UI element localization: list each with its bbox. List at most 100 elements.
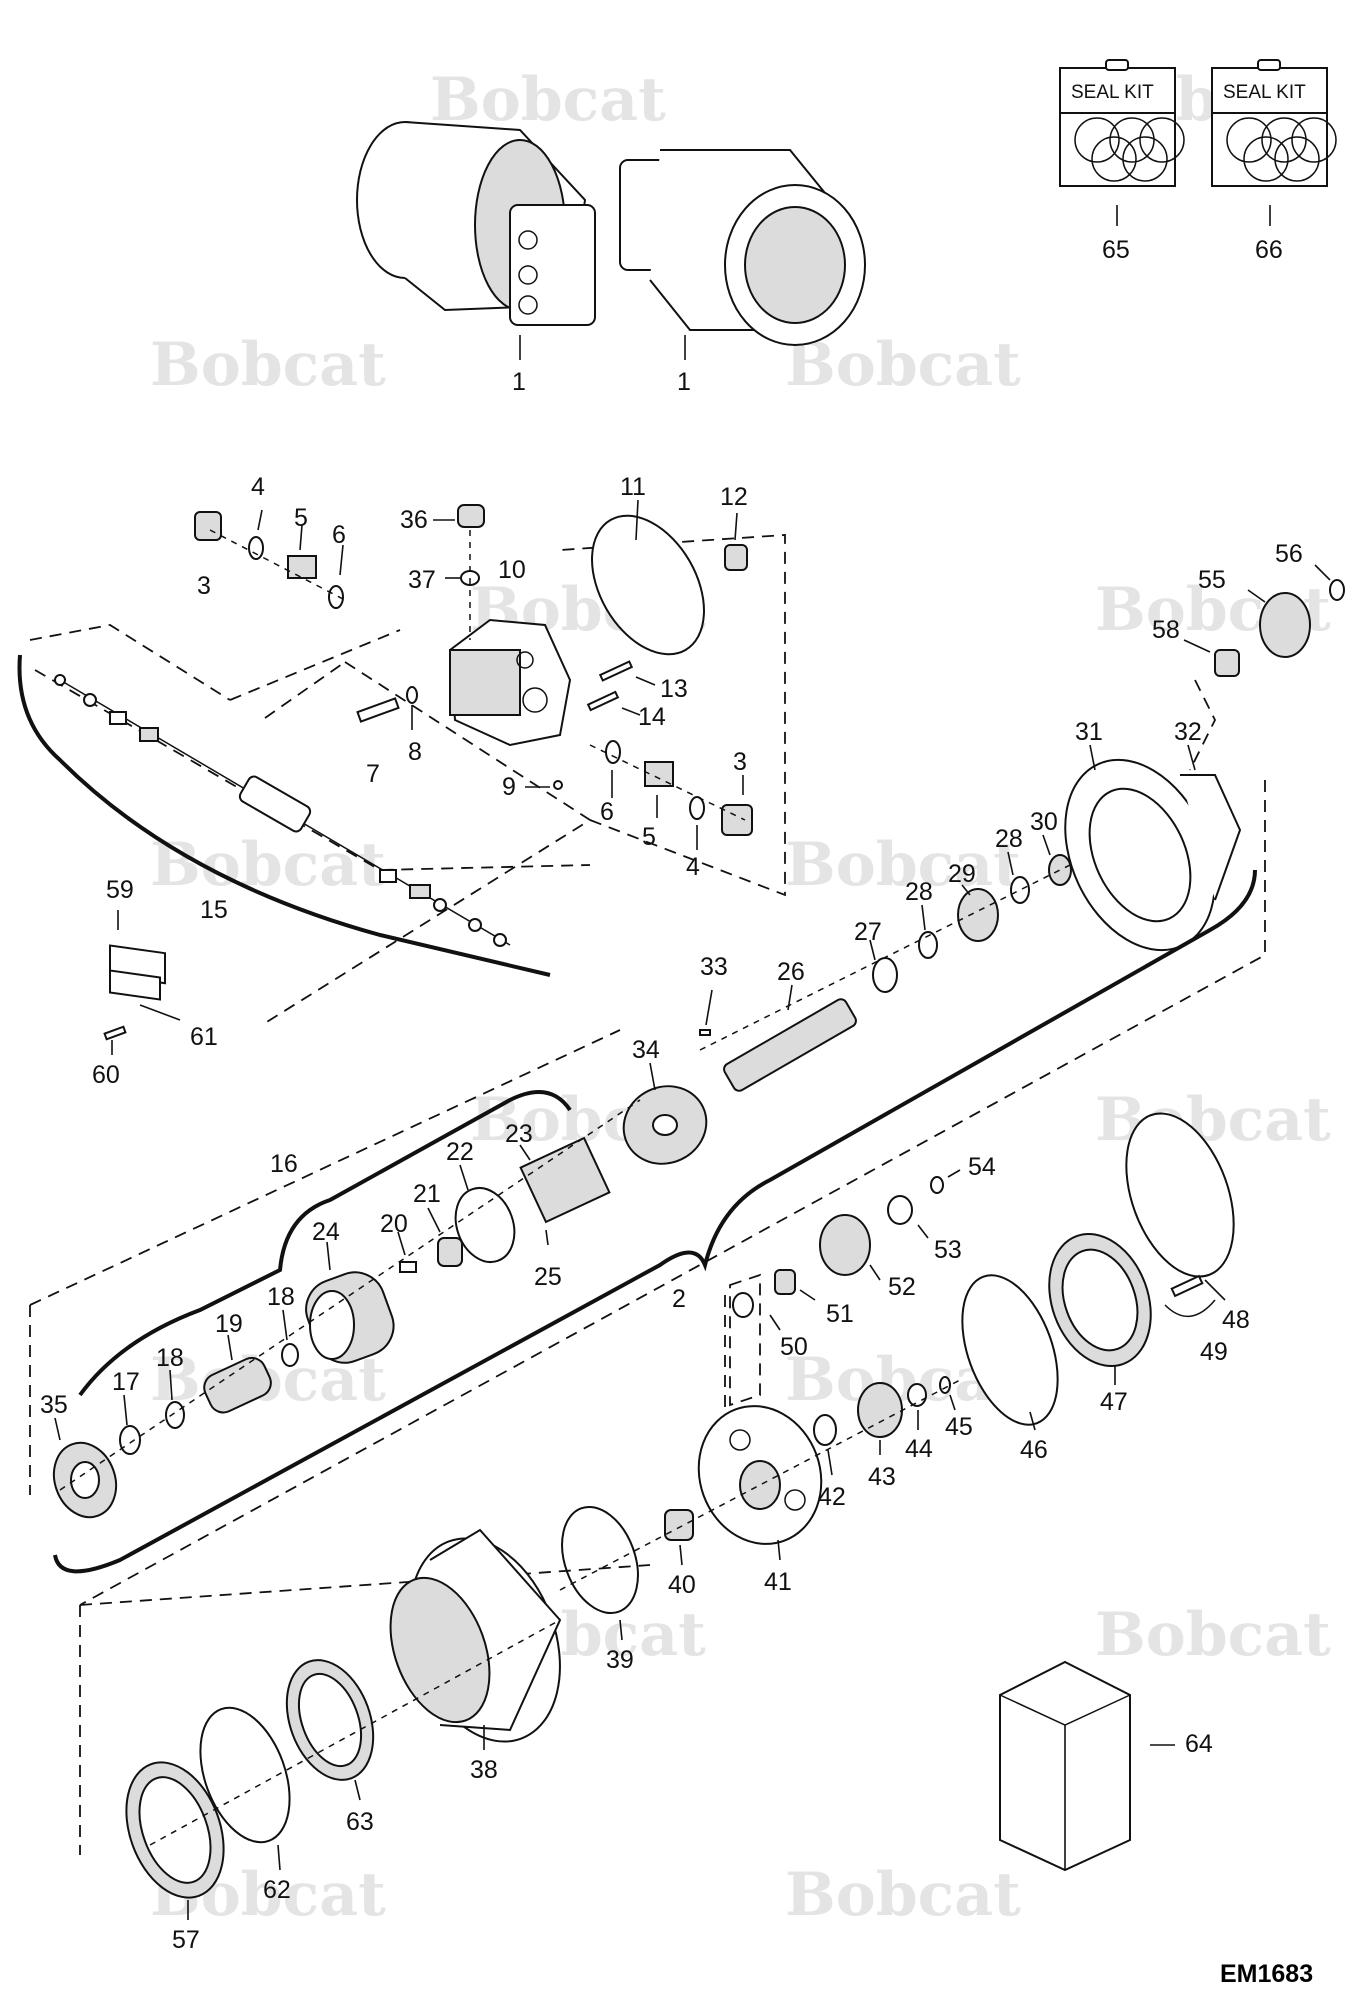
callout-31: 31 — [1075, 718, 1103, 746]
callout-5: 5 — [642, 823, 656, 851]
callout-30: 30 — [1030, 808, 1058, 836]
callout-66: 66 — [1255, 236, 1283, 264]
watermark: Bobcat — [785, 1860, 1021, 1930]
callout-45: 45 — [945, 1413, 973, 1441]
callout-18: 18 — [156, 1344, 184, 1372]
callout-5: 5 — [294, 504, 308, 532]
callout-50: 50 — [780, 1333, 808, 1361]
callout-28: 28 — [905, 878, 933, 906]
callout-55: 55 — [1198, 566, 1226, 594]
bearing-stack: 27 28 29 28 30 — [699, 808, 1141, 1051]
callout-14: 14 — [638, 703, 666, 731]
callout-20: 20 — [380, 1210, 408, 1238]
callout-38: 38 — [470, 1756, 498, 1784]
callout-57: 57 — [172, 1926, 200, 1954]
callout-46: 46 — [1020, 1436, 1048, 1464]
motor-housing-31: 31 32 — [1064, 718, 1242, 952]
watermark: Bobcat — [430, 65, 666, 135]
small-hardware: 7 8 13 14 9 — [356, 660, 688, 801]
kit-16-brace — [78, 1090, 572, 1397]
callout-13: 13 — [660, 675, 688, 703]
callout-19: 19 — [215, 1310, 243, 1338]
callout-10: 10 — [498, 556, 526, 584]
kit-2-brace — [53, 869, 1257, 1574]
watermark: Bobcat — [785, 830, 1021, 900]
callout-42: 42 — [818, 1483, 846, 1511]
watermark-group: Bobcat Bobcat Bobcat Bobcat Bobcat Bobca… — [150, 65, 1331, 1930]
diagram-code: EM1683 — [1220, 1960, 1313, 1988]
plug-36: 36 37 — [400, 504, 485, 640]
callout-4: 4 — [251, 473, 265, 501]
parts-right-of-valve: 6 5 4 3 — [589, 740, 753, 881]
callout-62: 62 — [263, 1876, 291, 1904]
face-seal-parts: 63 62 57 — [125, 1619, 561, 1954]
callout-21: 21 — [413, 1180, 441, 1208]
rotating-group: 23 25 22 21 20 24 18 19 18 17 — [40, 1099, 641, 1519]
callout-26: 26 — [777, 958, 805, 986]
callout-41: 41 — [764, 1568, 792, 1596]
callout-58: 58 — [1152, 616, 1180, 644]
callout-27: 27 — [854, 918, 882, 946]
callout-60: 60 — [92, 1061, 120, 1089]
callout-65: 65 — [1102, 236, 1130, 264]
callout-4: 4 — [686, 853, 700, 881]
callout-18: 18 — [267, 1283, 295, 1311]
seal-kit-title: SEAL KIT — [1223, 82, 1306, 103]
callout-56: 56 — [1275, 540, 1303, 568]
callout-22: 22 — [446, 1138, 474, 1166]
travel-motor-assembly-right: 1 — [619, 149, 866, 396]
callout-52: 52 — [888, 1273, 916, 1301]
callout-16: 16 — [270, 1150, 298, 1178]
callout-17: 17 — [112, 1368, 140, 1396]
callout-43: 43 — [868, 1463, 896, 1491]
callout-15: 15 — [200, 896, 228, 924]
watermark: Bobcat — [785, 330, 1021, 400]
watermark: Bobcat — [150, 830, 386, 900]
callout-53: 53 — [934, 1236, 962, 1264]
ring-gear-47-48: 48 47 49 46 — [961, 1112, 1250, 1464]
callout-63: 63 — [346, 1808, 374, 1836]
callout-40: 40 — [668, 1571, 696, 1599]
parts-box-64: 64 — [999, 1660, 1213, 1872]
planetary-stage-lower: 45 44 43 42 41 40 39 — [559, 1376, 973, 1674]
callout-49: 49 — [1200, 1338, 1228, 1366]
callout-44: 44 — [905, 1435, 933, 1463]
callout-33: 33 — [700, 953, 728, 981]
callout-54: 54 — [968, 1153, 996, 1181]
callout-25: 25 — [534, 1263, 562, 1291]
seal-kit-title: SEAL KIT — [1071, 82, 1154, 103]
callout-29: 29 — [948, 860, 976, 888]
callout-1: 1 — [677, 368, 691, 396]
callout-6: 6 — [332, 521, 346, 549]
callout-61: 61 — [190, 1023, 218, 1051]
callout-32: 32 — [1174, 718, 1202, 746]
callout-64: 64 — [1185, 1730, 1213, 1758]
callout-23: 23 — [505, 1120, 533, 1148]
watermark: Bobcat — [150, 330, 386, 400]
callout-6: 6 — [600, 798, 614, 826]
callout-39: 39 — [606, 1646, 634, 1674]
drive-shaft-26: 26 33 34 — [622, 953, 857, 1165]
parts-left-of-valve: 3 4 5 6 — [194, 473, 346, 609]
seal-kit-65: SEAL KIT 65 — [1059, 59, 1185, 264]
watermark: Bobcat — [1095, 1600, 1331, 1670]
callout-51: 51 — [826, 1300, 854, 1328]
callout-47: 47 — [1100, 1388, 1128, 1416]
callout-28: 28 — [995, 825, 1023, 853]
callout-24: 24 — [312, 1218, 340, 1246]
gear-55: 55 56 58 — [1152, 540, 1345, 771]
callout-48: 48 — [1222, 1306, 1250, 1334]
callout-9: 9 — [502, 773, 516, 801]
callout-34: 34 — [632, 1036, 660, 1064]
callout-8: 8 — [408, 738, 422, 766]
callout-35: 35 — [40, 1391, 68, 1419]
travel-motor-assembly-left: 1 — [356, 121, 596, 396]
callout-7: 7 — [366, 760, 380, 788]
callout-59: 59 — [106, 876, 134, 904]
callout-36: 36 — [400, 506, 428, 534]
name-plate: 59 61 60 — [92, 876, 218, 1089]
oring-11: 11 12 — [591, 473, 748, 656]
callout-12: 12 — [720, 483, 748, 511]
